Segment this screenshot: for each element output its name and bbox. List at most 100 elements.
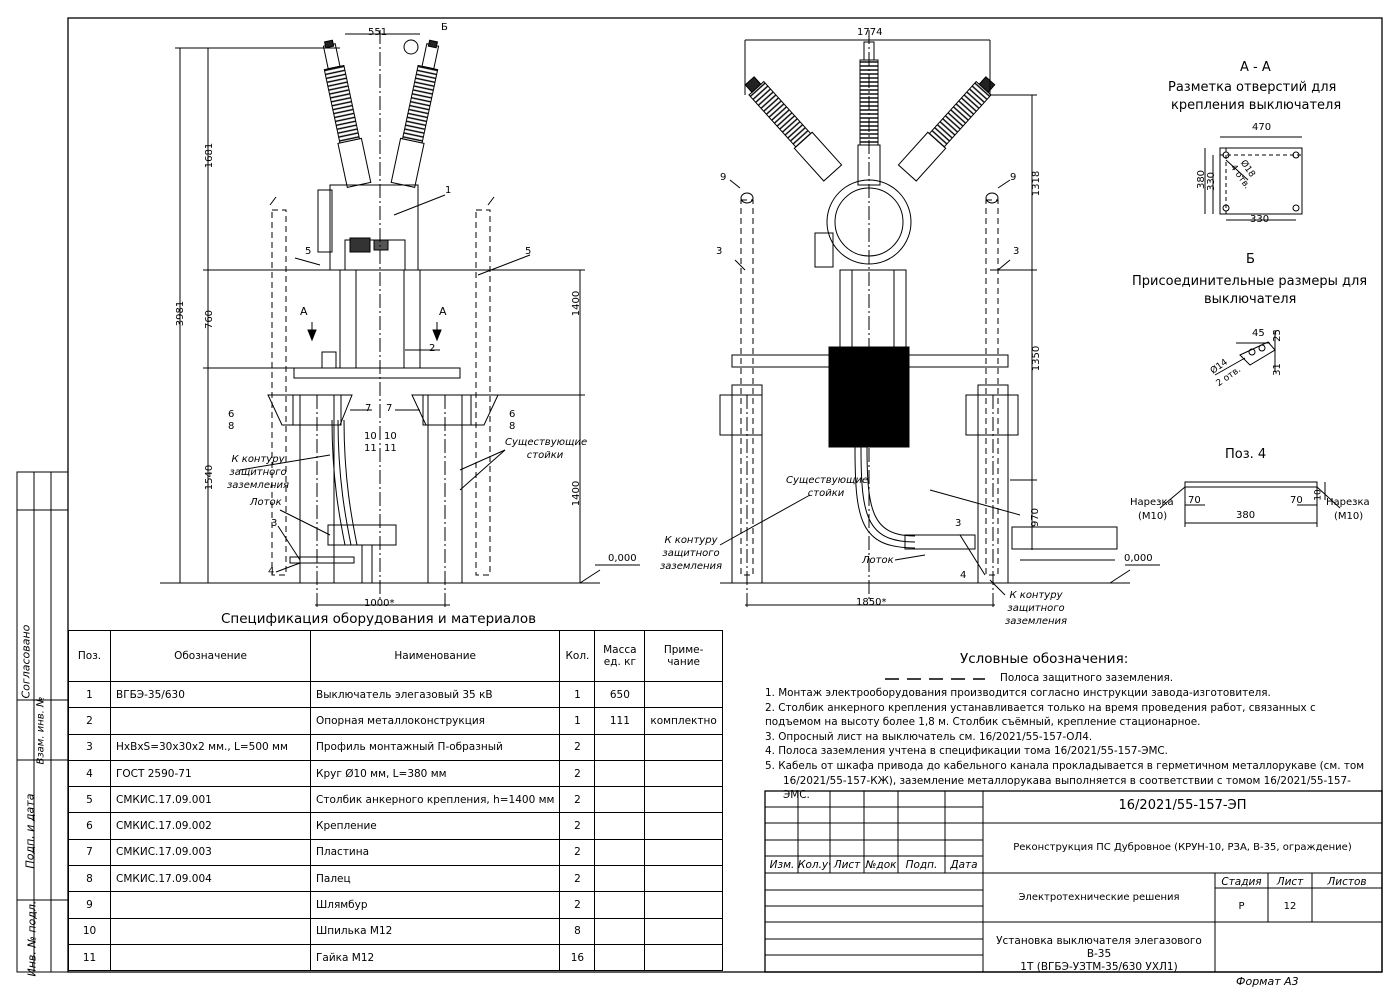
- spec-header-qty: Кол.: [559, 630, 596, 682]
- spec-header-name: Наименование: [309, 630, 561, 682]
- left-dim-760: 760: [204, 309, 216, 330]
- pos4-thread-size-right: (М10): [1334, 511, 1364, 522]
- note-1: 1. Монтаж электрооборудования производит…: [765, 687, 1271, 699]
- left-dim-top: 551: [368, 27, 388, 38]
- right-dim-bottom: 1850*: [856, 597, 887, 608]
- note-3: 3. Опросный лист на выключатель см. 16/2…: [765, 730, 1093, 743]
- right-dim-top: 1774: [857, 27, 883, 38]
- view-b-dim-31: 31: [1271, 363, 1283, 376]
- view-b-drawing: [1214, 330, 1276, 376]
- pos4-thread-left: Нарезка: [1130, 497, 1174, 508]
- left-callout-5b: 5: [525, 246, 532, 257]
- left-callout-10b: 10: [384, 431, 397, 442]
- pos4-dim-10: 10: [1313, 489, 1324, 501]
- left-callout-11b: 11: [384, 443, 397, 454]
- right-label-existing-posts: Существующие стойки: [786, 475, 869, 499]
- left-callout-11a: 11: [364, 443, 377, 454]
- col-header-list: Лист: [833, 859, 861, 871]
- right-dim-1350: 1350: [1031, 345, 1043, 372]
- pos4-dim-70-left: 70: [1188, 495, 1201, 506]
- left-callout-8b: 8: [509, 421, 516, 432]
- right-dim-970: 970: [1030, 507, 1042, 528]
- view-b-dim-45: 45: [1252, 328, 1265, 339]
- left-dim-1540: 1540: [204, 464, 216, 491]
- title-block-code: 16/2021/55-157-ЭП: [1118, 798, 1247, 813]
- left-level: 0,000: [608, 553, 637, 564]
- left-label-ground-contour: К контуру защитного заземления: [226, 454, 290, 491]
- format-label: Формат А3: [1236, 975, 1299, 988]
- col-header-sign: Подп.: [905, 859, 938, 871]
- view-b-subtitle-2: выключателя: [1204, 292, 1297, 307]
- right-callout-4: 4: [960, 570, 967, 581]
- pos4-thread-size-left: (М10): [1138, 511, 1168, 522]
- sheet-label: Лист: [1276, 876, 1304, 888]
- left-callout-4: 4: [268, 566, 275, 577]
- spec-header-note: Приме-чание: [644, 630, 723, 682]
- left-callout-10a: 10: [364, 431, 377, 442]
- left-callout-6b: 6: [509, 409, 516, 420]
- sheets-label: Листов: [1327, 876, 1367, 888]
- left-callout-6a: 6: [228, 409, 235, 420]
- side-agreed: Согласовано: [19, 624, 33, 699]
- spec-table: Поз. Обозначение Наименование Кол. Масса…: [68, 630, 723, 972]
- section-aa-subtitle-1: Разметка отверстий для: [1168, 80, 1337, 95]
- left-dim-1400-lower: 1400: [571, 480, 583, 507]
- view-b-subtitle-1: Присоединительные размеры для: [1132, 274, 1368, 289]
- stage-label: Стадия: [1221, 876, 1262, 888]
- title-block: [764, 790, 1383, 973]
- right-label-tray: Лоток: [862, 555, 894, 566]
- left-dim-1400-upper: 1400: [571, 290, 583, 317]
- left-callout-7a: 7: [365, 403, 372, 414]
- right-callout-3a: 3: [716, 246, 723, 257]
- note-4: 4. Полоса заземления учтена в спецификац…: [765, 745, 1168, 758]
- section-aa-dim-470: 470: [1252, 122, 1272, 133]
- stage-value: Р: [1238, 901, 1245, 912]
- spec-title: Спецификация оборудования и материалов: [221, 611, 537, 627]
- note-2: 2. Столбик анкерного крепления устанавли…: [765, 701, 1316, 729]
- right-callout-3c: 3: [955, 518, 962, 529]
- left-callout-3: 3: [271, 518, 278, 529]
- left-section-a-left: А: [300, 305, 308, 318]
- col-header-date: Дата: [950, 859, 978, 871]
- left-dim-bottom: 1000*: [364, 598, 395, 609]
- section-aa-dim-330-h: 330: [1250, 214, 1270, 225]
- side-sign-date: Подп. и дата: [23, 793, 37, 869]
- view-b-dim-25: 25: [1271, 329, 1283, 342]
- sheet-value: 12: [1283, 901, 1297, 912]
- right-view: [719, 30, 1160, 610]
- left-dim-3981: 3981: [175, 300, 187, 327]
- title-block-section: Электротехнические решения: [1018, 892, 1180, 903]
- pos4-title: Поз. 4: [1225, 447, 1267, 462]
- legend-item: Полоса защитного заземления.: [1000, 672, 1174, 684]
- right-callout-3b: 3: [1013, 246, 1020, 257]
- side-inv-replace: Взам. инв. №: [35, 696, 47, 765]
- pos4-thread-right: Нарезка: [1326, 497, 1370, 508]
- pos4-dim-70-right: 70: [1290, 495, 1303, 506]
- right-dim-1318: 1318: [1031, 170, 1043, 197]
- left-dim-1681: 1681: [204, 142, 216, 169]
- legend-title: Условные обозначения:: [960, 651, 1129, 667]
- col-header-kol: Кол.уч: [798, 859, 830, 871]
- right-level: 0,000: [1124, 553, 1153, 564]
- left-callout-1: 1: [445, 185, 452, 196]
- title-block-project: Реконструкция ПС Дубровное (КРУН-10, РЗА…: [1013, 842, 1352, 853]
- right-label-ground-contour-left: К контуру защитного заземления: [659, 535, 723, 572]
- section-aa-title: А - А: [1240, 60, 1271, 75]
- left-callout-2: 2: [429, 343, 436, 354]
- view-b-title: Б: [1246, 252, 1255, 267]
- right-label-ground-contour-right: К контуру защитного заземления: [1004, 590, 1068, 627]
- left-label-tray: Лоток: [250, 497, 282, 508]
- section-aa-dim-330-v: 330: [1206, 171, 1218, 192]
- spec-header-designation: Обозначение: [110, 630, 311, 682]
- left-callout-b: Б: [441, 22, 448, 33]
